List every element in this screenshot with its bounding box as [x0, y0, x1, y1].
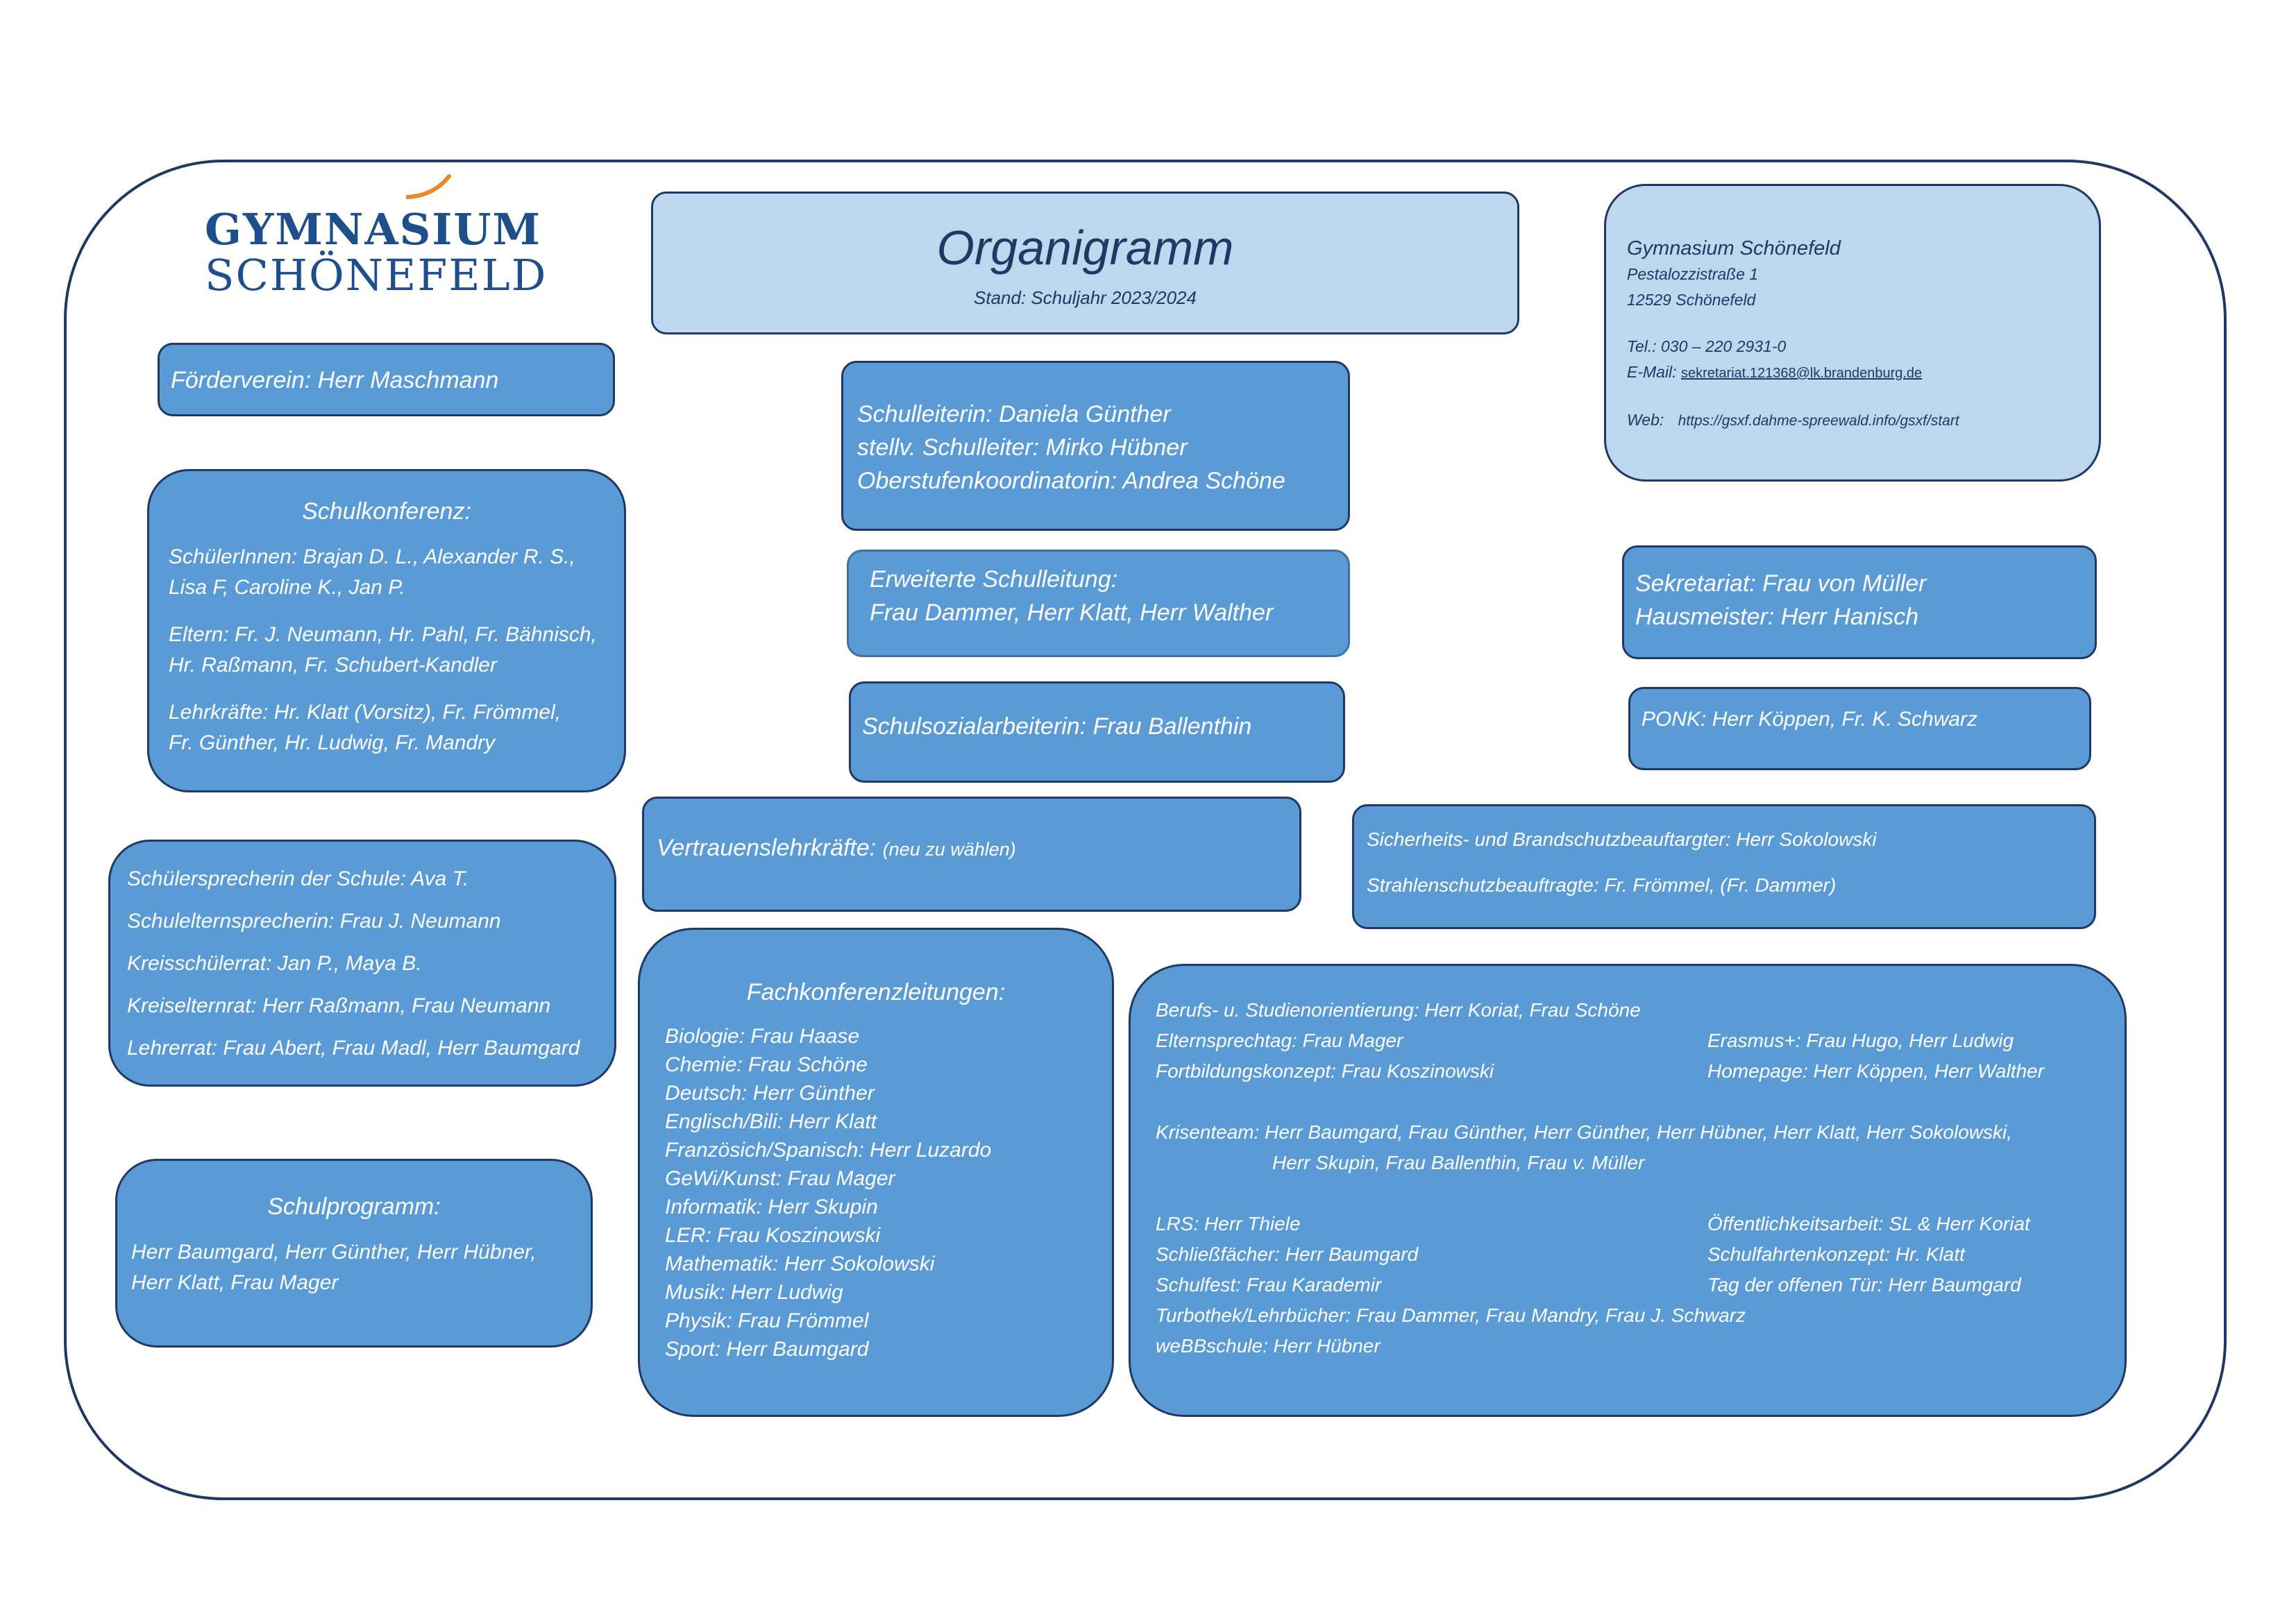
- contact-web-link[interactable]: https://gsxf.dahme-spreewald.info/gsxf/s…: [1678, 413, 1959, 429]
- schulleitung-line: stellv. Schulleiter: Mirko Hübner: [857, 434, 1188, 461]
- schulleitung-box: Schulleiterin: Daniela Günther stellv. S…: [841, 361, 1350, 531]
- contact-email-label: E-Mail:: [1627, 363, 1677, 381]
- erweiterte-schulleitung-box: Erweiterte Schulleitung: Frau Dammer, He…: [847, 550, 1350, 657]
- foerderverein-text: Förderverein: Herr Maschmann: [171, 367, 499, 393]
- contact-phone: Tel.: 030 – 220 2931-0: [1627, 337, 1787, 355]
- aufgabe-krisenteam: Krisenteam: Herr Baumgard, Frau Günther,…: [1156, 1121, 2013, 1143]
- sicherheit-line: Sicherheits- und Brandschutzbeauftargter…: [1367, 829, 1877, 850]
- vertretung-line: Kreiselternrat: Herr Raßmann, Frau Neuma…: [127, 994, 551, 1017]
- vertretung-line: Lehrerrat: Frau Abert, Frau Madl, Herr B…: [127, 1037, 580, 1060]
- ponk-text: PONK: Herr Köppen, Fr. K. Schwarz: [1641, 708, 1978, 731]
- aufgabe-erasmus: Erasmus+: Frau Hugo, Herr Ludwig: [1707, 1030, 2014, 1051]
- schulkonferenz-eltern: Eltern: Fr. J. Neumann, Hr. Pahl, Fr. Bä…: [169, 623, 597, 646]
- contact-city: 12529 Schönefeld: [1627, 291, 1756, 309]
- ponk-box: PONK: Herr Köppen, Fr. K. Schwarz: [1628, 687, 2091, 770]
- fachkonferenz-item: Musik: Herr Ludwig: [665, 1281, 843, 1304]
- schulprogramm-box: Schulprogramm: Herr Baumgard, Herr Günth…: [115, 1159, 593, 1348]
- vertretung-line: Kreisschülerrat: Jan P., Maya B.: [127, 952, 422, 975]
- strahlenschutz-line: Strahlenschutzbeauftragte: Fr. Frömmel, …: [1367, 874, 1837, 896]
- vertrauenslehrkraefte-note: (neu zu wählen): [882, 839, 1016, 860]
- schulkonferenz-lehrkraefte: Lehrkräfte: Hr. Klatt (Vorsitz), Fr. Frö…: [169, 701, 562, 724]
- fachkonferenz-item: Französich/Spanisch: Herr Luzardo: [665, 1139, 992, 1162]
- aufgabe-turbothek: Turbothek/Lehrbücher: Frau Dammer, Frau …: [1156, 1305, 1746, 1326]
- fachkonferenz-item: Deutsch: Herr Günther: [665, 1082, 875, 1105]
- title-box: Organigramm Stand: Schuljahr 2023/2024: [651, 192, 1519, 334]
- aufgabe-krisenteam-cont: Herr Skupin, Frau Ballenthin, Frau v. Mü…: [1272, 1152, 1645, 1173]
- fachkonferenzen-title: Fachkonferenzleitungen:: [746, 979, 1006, 1005]
- contact-email-row: E-Mail: sekretariat.121368@lk.brandenbur…: [1627, 359, 2078, 386]
- aufgaben-box: Berufs- u. Studienorientierung: Herr Kor…: [1129, 964, 2127, 1417]
- aufgaben-row: LRS: Herr Thiele Öffentlichkeitsarbeit: …: [1156, 1209, 2125, 1239]
- fachkonferenz-item: GeWi/Kunst: Frau Mager: [665, 1167, 895, 1190]
- fachkonferenz-item: Physik: Frau Frömmel: [665, 1309, 869, 1332]
- aufgaben-row: Schließfächer: Herr Baumgard Schulfahrte…: [1156, 1239, 2125, 1270]
- fachkonferenz-item: Sport: Herr Baumgard: [665, 1338, 869, 1361]
- schulkonferenz-schueler: SchülerInnen: Brajan D. L., Alexander R.…: [169, 545, 575, 568]
- aufgabe-berufsorientierung: Berufs- u. Studienorientierung: Herr Kor…: [1156, 999, 1641, 1021]
- fachkonferenz-item: Biologie: Frau Haase: [665, 1025, 860, 1048]
- logo-line-2: SCHÖNEFELD: [205, 250, 548, 300]
- aufgaben-row: Elternsprechtag: Frau Mager Erasmus+: Fr…: [1156, 1026, 2125, 1056]
- foerderverein-box: Förderverein: Herr Maschmann: [158, 343, 615, 416]
- schulkonferenz-eltern: Hr. Raßmann, Fr. Schubert-Kandler: [169, 654, 497, 677]
- vertretung-line: Schulelternsprecherin: Frau J. Neumann: [127, 910, 501, 933]
- sicherheit-box: Sicherheits- und Brandschutzbeauftargter…: [1352, 804, 2096, 929]
- schulkonferenz-lehrkraefte: Fr. Günther, Hr. Ludwig, Fr. Mandry: [169, 731, 496, 754]
- logo-line-1: GYMNASIUM: [205, 204, 542, 255]
- schulkonferenz-schueler: Lisa F, Caroline K., Jan P.: [169, 576, 405, 599]
- vertretungen-box: Schülersprecherin der Schule: Ava T. Sch…: [108, 840, 616, 1087]
- organigram-frame: [64, 160, 2227, 1500]
- aufgabe-tag-offene-tuer: Tag der offenen Tür: Herr Baumgard: [1707, 1274, 2021, 1295]
- sekretariat-box: Sekretariat: Frau von Müller Hausmeister…: [1622, 545, 2097, 659]
- aufgabe-schulfest: Schulfest: Frau Karademir: [1156, 1274, 1382, 1295]
- schulkonferenz-box: Schulkonferenz: SchülerInnen: Brajan D. …: [147, 469, 626, 792]
- contact-street: Pestalozzistraße 1: [1627, 265, 1759, 283]
- schulleitung-line: Schulleiterin: Daniela Günther: [857, 401, 1171, 427]
- schulprogramm-members: Herr Klatt, Frau Mager: [131, 1271, 339, 1294]
- fachkonferenz-item: Informatik: Herr Skupin: [665, 1196, 878, 1218]
- contact-box: Gymnasium Schönefeld Pestalozzistraße 1 …: [1604, 184, 2101, 482]
- contact-web-label: Web:: [1627, 411, 1664, 429]
- aufgabe-schliessfaecher: Schließfächer: Herr Baumgard: [1156, 1243, 1419, 1265]
- aufgabe-lrs: LRS: Herr Thiele: [1156, 1213, 1301, 1234]
- schulsozialarbeit-text: Schulsozialarbeiterin: Frau Ballenthin: [862, 713, 1252, 740]
- hausmeister-line: Hausmeister: Herr Hanisch: [1635, 604, 1919, 630]
- school-logo: GYMNASIUM SCHÖNEFELD: [205, 173, 546, 305]
- aufgabe-fortbildung: Fortbildungskonzept: Frau Koszinowski: [1156, 1060, 1494, 1082]
- contact-email-link[interactable]: sekretariat.121368@lk.brandenburg.de: [1680, 366, 1923, 381]
- contact-school-name: Gymnasium Schönefeld: [1627, 237, 1841, 260]
- page-subtitle: Stand: Schuljahr 2023/2024: [974, 287, 1197, 308]
- aufgabe-schulfahrten: Schulfahrtenkonzept: Hr. Klatt: [1707, 1243, 1965, 1265]
- aufgaben-row: Fortbildungskonzept: Frau Koszinowski Ho…: [1156, 1056, 2125, 1087]
- fachkonferenzen-box: Fachkonferenzleitungen: Biologie: Frau H…: [638, 928, 1114, 1417]
- aufgabe-oeffentlichkeit: Öffentlichkeitsarbeit: SL & Herr Koriat: [1707, 1213, 2030, 1234]
- sekretariat-line: Sekretariat: Frau von Müller: [1635, 570, 1927, 597]
- schulleitung-line: Oberstufenkoordinatorin: Andrea Schöne: [857, 468, 1285, 494]
- fachkonferenz-item: Chemie: Frau Schöne: [665, 1053, 868, 1076]
- page-title: Organigramm: [936, 221, 1234, 275]
- vertrauenslehrkraefte-label: Vertrauenslehrkräfte:: [657, 835, 877, 861]
- schulkonferenz-title: Schulkonferenz:: [302, 498, 471, 525]
- vertrauenslehrkraefte-box: Vertrauenslehrkräfte: (neu zu wählen): [642, 797, 1301, 912]
- vertrauenslehrkraefte-row: Vertrauenslehrkräfte: (neu zu wählen): [657, 835, 1299, 862]
- schulprogramm-members: Herr Baumgard, Herr Günther, Herr Hübner…: [131, 1241, 537, 1264]
- schulprogramm-title: Schulprogramm:: [267, 1193, 441, 1220]
- erweiterte-schulleitung-members: Frau Dammer, Herr Klatt, Herr Walther: [870, 600, 1274, 626]
- fachkonferenz-item: Mathematik: Herr Sokolowski: [665, 1252, 935, 1275]
- schulsozialarbeit-box: Schulsozialarbeiterin: Frau Ballenthin: [849, 681, 1345, 783]
- fachkonferenz-item: Englisch/Bili: Herr Klatt: [665, 1110, 877, 1133]
- aufgabe-webbschule: weBBschule: Herr Hübner: [1156, 1335, 1381, 1357]
- fachkonferenz-item: LER: Frau Koszinowski: [665, 1224, 881, 1247]
- aufgaben-row: Schulfest: Frau Karademir Tag der offene…: [1156, 1270, 2125, 1300]
- erweiterte-schulleitung-title: Erweiterte Schulleitung:: [870, 566, 1118, 593]
- aufgabe-elternsprechtag: Elternsprechtag: Frau Mager: [1156, 1030, 1403, 1051]
- logo-swoosh-icon: [406, 174, 451, 199]
- aufgabe-homepage: Homepage: Herr Köppen, Herr Walther: [1707, 1060, 2045, 1082]
- vertretung-line: Schülersprecherin der Schule: Ava T.: [127, 867, 469, 890]
- contact-web-row: Web: https://gsxf.dahme-spreewald.info/g…: [1627, 407, 2078, 434]
